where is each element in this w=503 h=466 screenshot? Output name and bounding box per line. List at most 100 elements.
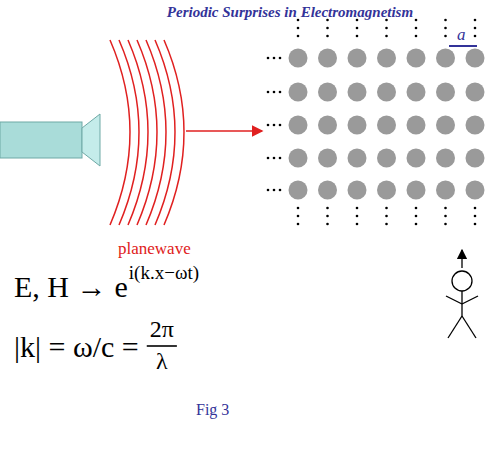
lattice-dot (267, 189, 270, 192)
lattice-dot (444, 223, 447, 226)
lattice-dot (436, 83, 455, 102)
equation-exponent: i(k.x−ωt) (129, 263, 199, 282)
lattice-dot (267, 157, 270, 160)
lattice-dot (436, 149, 455, 168)
lattice-dot (436, 181, 455, 200)
lattice-dot (318, 149, 337, 168)
lattice-dot (273, 189, 276, 192)
lattice-dot (377, 181, 396, 200)
lattice-dot (318, 181, 337, 200)
lattice-dot (267, 91, 270, 94)
lattice-dot (279, 57, 282, 60)
flashlight-body (0, 122, 82, 158)
figure-caption: Fig 3 (196, 402, 229, 418)
lattice-dot (289, 83, 308, 102)
observer (446, 250, 478, 338)
lattice-dot (377, 49, 396, 68)
lattice-dot (326, 215, 329, 218)
lattice-dot (466, 83, 485, 102)
lattice-dot (415, 35, 418, 38)
lattice-dot (318, 49, 337, 68)
lattice-dot (267, 57, 270, 60)
lattice-dot (474, 223, 477, 226)
lattice-dot (273, 91, 276, 94)
lattice-dot (474, 35, 477, 38)
lattice-dot (436, 49, 455, 68)
lattice-dot (289, 149, 308, 168)
lattice-dot (326, 207, 329, 210)
lattice-dot (415, 19, 418, 22)
lattice-dot (273, 57, 276, 60)
lattice-dot (444, 215, 447, 218)
lattice-dot (407, 149, 426, 168)
lattice-dot (415, 215, 418, 218)
fraction-bar (147, 345, 177, 347)
lattice-dot (348, 49, 367, 68)
lattice-dot (318, 83, 337, 102)
lattice-dot (474, 207, 477, 210)
lattice-dot (267, 124, 270, 127)
lattice-dot (436, 116, 455, 135)
propagation-arrow (186, 130, 262, 132)
lattice-dot (273, 157, 276, 160)
lattice-dot (289, 181, 308, 200)
lattice-dot (444, 27, 447, 30)
fraction-denominator: λ (156, 349, 168, 373)
spacing-bar (449, 45, 477, 47)
lattice-dot (377, 116, 396, 135)
lattice-dot (297, 215, 300, 218)
lattice-dot (289, 49, 308, 68)
lattice-dot (356, 35, 359, 38)
lattice-dot (356, 215, 359, 218)
lattice-dot (326, 27, 329, 30)
wavefronts (110, 40, 184, 225)
equation-part: E, H → (14, 272, 107, 302)
lattice-dot (348, 181, 367, 200)
lattice-dot (279, 157, 282, 160)
lattice-dot (297, 223, 300, 226)
lattice-dot (279, 189, 282, 192)
lattice-dot (356, 223, 359, 226)
lattice-dot (348, 149, 367, 168)
flashlight-head (82, 114, 100, 166)
lattice-dot (466, 116, 485, 135)
lattice-dot (415, 223, 418, 226)
lattice-dot (297, 35, 300, 38)
lattice-dot (474, 19, 477, 22)
lattice-dot (407, 83, 426, 102)
lattice-dot (385, 215, 388, 218)
lattice-constant: a (457, 26, 466, 43)
lattice-dot (474, 215, 477, 218)
lattice-dot (415, 207, 418, 210)
lattice-dot (444, 35, 447, 38)
lattice-dot (385, 207, 388, 210)
lattice-dot (348, 83, 367, 102)
lattice-dot (466, 49, 485, 68)
lattice-dot (407, 181, 426, 200)
lattice-dot (356, 27, 359, 30)
lattice-dot (297, 27, 300, 30)
lattice-dot (415, 27, 418, 30)
equation-part: |k| = ω/c = (14, 332, 139, 362)
lattice-dot (466, 181, 485, 200)
wave-label: planewave (118, 240, 191, 257)
lattice-dot (407, 49, 426, 68)
lattice-dot (444, 207, 447, 210)
lattice-dot (377, 149, 396, 168)
lattice-dot (348, 116, 367, 135)
lattice-dot (279, 124, 282, 127)
lattice-dot (318, 116, 337, 135)
lattice-dot (444, 19, 447, 22)
fraction-numerator: 2π (150, 317, 174, 341)
equation-part: e (115, 272, 128, 302)
lattice (267, 19, 485, 226)
lattice-dot (326, 223, 329, 226)
lattice-dot (289, 116, 308, 135)
lattice-dot (385, 35, 388, 38)
lattice-dot (356, 207, 359, 210)
lattice-dot (385, 223, 388, 226)
lattice-dot (474, 27, 477, 30)
lattice-dot (297, 207, 300, 210)
lattice-dot (279, 91, 282, 94)
